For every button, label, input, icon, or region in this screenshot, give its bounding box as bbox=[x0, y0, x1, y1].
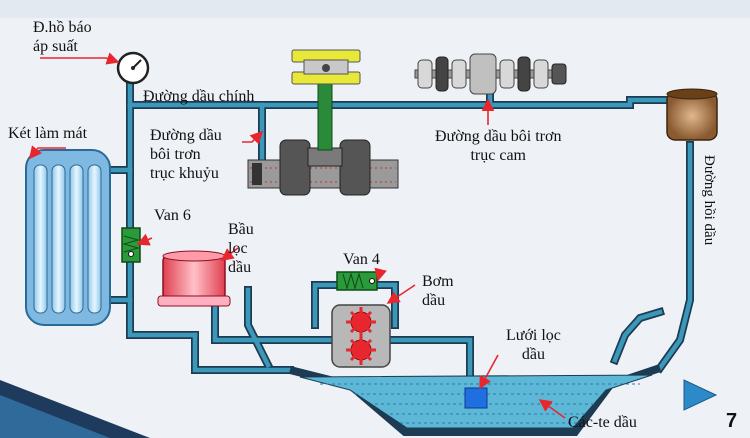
pressure-gauge-icon bbox=[116, 51, 150, 85]
pressure-gauge-label: Đ.hồ báo áp suất bbox=[33, 18, 92, 56]
valve-4-label: Van 4 bbox=[343, 251, 380, 268]
slide-band-top bbox=[0, 0, 750, 18]
oil-filter-icon bbox=[157, 250, 231, 307]
label-arrows bbox=[29, 52, 566, 419]
pressure-gauge-label-line1: Đ.hồ báo áp suất bbox=[33, 19, 92, 55]
valve-6-icon bbox=[121, 227, 141, 263]
crankshaft-icon bbox=[247, 49, 399, 196]
slide-corner-decoration-inner bbox=[0, 395, 110, 438]
camshaft-oil-line-label: Đường dầu bôi trơn trục cam bbox=[435, 128, 562, 164]
next-slide-icon[interactable] bbox=[683, 379, 718, 411]
crankshaft-oil-line-label: Đường dầu bôi trơn trục khuỷu bbox=[150, 127, 222, 182]
oil-filter-label: Bầu lọc dầu bbox=[228, 221, 254, 276]
return-oil-line-label: Đường hồi dầu bbox=[701, 155, 717, 246]
oil-filler-cap-icon bbox=[666, 88, 718, 141]
radiator-label: Két làm mát bbox=[8, 125, 88, 142]
strainer-mesh bbox=[464, 387, 488, 409]
valve-6-label: Van 6 bbox=[154, 207, 191, 224]
radiator bbox=[25, 149, 111, 326]
camshaft-icon bbox=[414, 53, 567, 95]
oil-sump-label: Các-te dầu bbox=[568, 414, 637, 431]
main-oil-line-label: Đường dầu chính bbox=[143, 88, 255, 105]
oil-pipes bbox=[106, 74, 694, 389]
valve-4-icon bbox=[336, 271, 378, 291]
strainer-label: Lưới lọc dầu bbox=[506, 327, 561, 363]
page-number: 7 bbox=[726, 410, 738, 432]
oil-pump-icon bbox=[331, 304, 391, 368]
oil-pump-label: Bơm dầu bbox=[422, 273, 454, 309]
